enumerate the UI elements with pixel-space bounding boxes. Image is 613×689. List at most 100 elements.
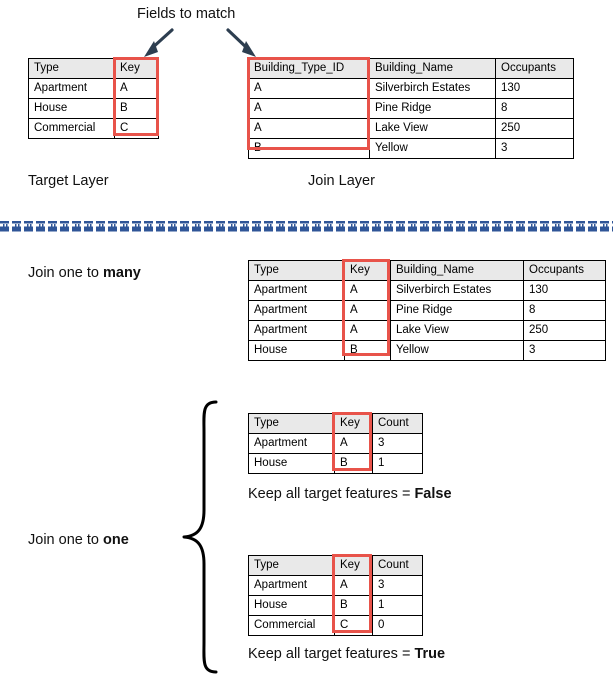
cell-building-name: Lake View: [369, 118, 496, 139]
cell-count: 1: [372, 453, 423, 474]
cell-type: Apartment: [248, 575, 335, 596]
table-header-row: Type Key Count: [248, 413, 423, 434]
cell-occupants: 8: [523, 300, 606, 321]
cell-key: A: [334, 575, 373, 596]
table-header-row: Type Key Count: [248, 555, 423, 576]
cell-occupants: 130: [523, 280, 606, 301]
keep-all-false-caption-value: False: [414, 486, 452, 502]
table-row: House B: [28, 98, 159, 119]
cell-building-name: Yellow: [390, 340, 524, 361]
cell-building-name: Lake View: [390, 320, 524, 341]
table-row: Apartment A Pine Ridge 8: [248, 300, 606, 321]
cell-key: A: [334, 433, 373, 454]
cell-building-name: Silverbirch Estates: [390, 280, 524, 301]
cell-building-type-id: A: [248, 78, 370, 99]
cell-type: Apartment: [248, 433, 335, 454]
cell-type: House: [28, 98, 115, 119]
cell-key: A: [344, 280, 391, 301]
table-row: Apartment A Silverbirch Estates 130: [248, 280, 606, 301]
keep-all-true-caption-value: True: [414, 646, 446, 662]
join-one-to-one-label-prefix: Join one to: [28, 532, 103, 548]
arrow-to-target-key-icon: [138, 27, 178, 59]
column-header: Building_Type_ID: [248, 58, 370, 79]
cell-type: Apartment: [28, 78, 115, 99]
join-one-to-many-label: Join one to many: [28, 265, 141, 282]
join-one-to-one-label: Join one to one: [28, 532, 129, 549]
cell-building-type-id: A: [248, 118, 370, 139]
cell-type: Apartment: [248, 280, 345, 301]
table-row: House B 1: [248, 595, 423, 616]
cell-building-type-id: B: [248, 138, 370, 159]
join-one-to-one-label-emphasis: one: [102, 532, 129, 548]
table-header-row: Type Key Building_Name Occupants: [248, 260, 606, 281]
cell-key: A: [344, 320, 391, 341]
join-layer-caption: Join Layer: [308, 173, 375, 189]
target-layer-table: Type Key Apartment A House B Commercial …: [28, 58, 159, 139]
column-header: Count: [372, 413, 423, 434]
cell-count: 1: [372, 595, 423, 616]
cell-building-name: Yellow: [369, 138, 496, 159]
cell-occupants: 130: [495, 78, 574, 99]
table-row: Apartment A 3: [248, 575, 423, 596]
column-header: Occupants: [523, 260, 606, 281]
column-header: Key: [114, 58, 159, 79]
arrow-to-join-key-icon: [222, 27, 262, 59]
cell-occupants: 8: [495, 98, 574, 119]
table-row: Apartment A: [28, 78, 159, 99]
table-header-row: Type Key: [28, 58, 159, 79]
grouping-brace-icon: [178, 398, 222, 676]
cell-key: C: [334, 615, 373, 636]
column-header: Type: [248, 260, 345, 281]
join-one-to-many-label-prefix: Join one to: [28, 265, 103, 281]
cell-type: Commercial: [28, 118, 115, 139]
cell-occupants: 250: [523, 320, 606, 341]
cell-type: House: [248, 453, 335, 474]
cell-building-name: Pine Ridge: [369, 98, 496, 119]
column-header: Building_Name: [390, 260, 524, 281]
cell-occupants: 250: [495, 118, 574, 139]
one-to-one-true-table: Type Key Count Apartment A 3 House B 1 C…: [248, 555, 423, 636]
fields-to-match-annotation: Fields to match: [137, 6, 236, 22]
table-row: House B Yellow 3: [248, 340, 606, 361]
target-layer-caption: Target Layer: [28, 173, 109, 189]
join-layer-table: Building_Type_ID Building_Name Occupants…: [248, 58, 574, 159]
table-row: A Lake View 250: [248, 118, 574, 139]
table-row: B Yellow 3: [248, 138, 574, 159]
section-divider: [0, 220, 613, 233]
column-header: Type: [248, 555, 335, 576]
column-header: Key: [344, 260, 391, 281]
cell-building-type-id: A: [248, 98, 370, 119]
cell-count: 3: [372, 575, 423, 596]
cell-key: C: [114, 118, 159, 139]
cell-type: House: [248, 340, 345, 361]
cell-type: Commercial: [248, 615, 335, 636]
cell-building-name: Pine Ridge: [390, 300, 524, 321]
table-header-row: Building_Type_ID Building_Name Occupants: [248, 58, 574, 79]
column-header: Type: [248, 413, 335, 434]
cell-key: A: [344, 300, 391, 321]
column-header: Occupants: [495, 58, 574, 79]
cell-key: B: [114, 98, 159, 119]
cell-key: B: [334, 595, 373, 616]
keep-all-false-caption-prefix: Keep all target features =: [248, 486, 415, 502]
column-header: Key: [334, 555, 373, 576]
column-header: Key: [334, 413, 373, 434]
column-header: Type: [28, 58, 115, 79]
cell-occupants: 3: [523, 340, 606, 361]
keep-all-true-caption-prefix: Keep all target features =: [248, 646, 415, 662]
cell-occupants: 3: [495, 138, 574, 159]
column-header: Count: [372, 555, 423, 576]
table-row: Commercial C: [28, 118, 159, 139]
table-row: Commercial C 0: [248, 615, 423, 636]
cell-type: Apartment: [248, 300, 345, 321]
table-row: A Pine Ridge 8: [248, 98, 574, 119]
cell-key: B: [334, 453, 373, 474]
one-to-one-false-table: Type Key Count Apartment A 3 House B 1: [248, 413, 423, 474]
cell-key: B: [344, 340, 391, 361]
one-to-many-result-table: Type Key Building_Name Occupants Apartme…: [248, 260, 606, 361]
column-header: Building_Name: [369, 58, 496, 79]
keep-all-true-caption: Keep all target features = True: [248, 646, 445, 663]
cell-key: A: [114, 78, 159, 99]
cell-type: Apartment: [248, 320, 345, 341]
cell-count: 3: [372, 433, 423, 454]
